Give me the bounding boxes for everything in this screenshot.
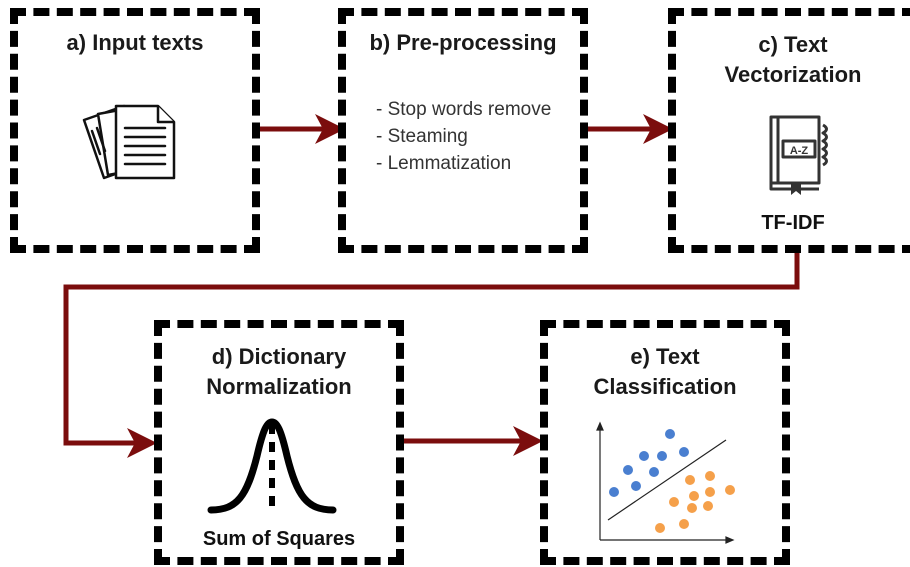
step-title: b) Pre-processing: [369, 30, 557, 55]
step-title-line2: Classification: [593, 374, 737, 399]
step-pre-processing: b) Pre-processing Stop words remove Stea…: [338, 8, 588, 253]
book-label: A-Z: [790, 145, 809, 157]
preprocessing-list: Stop words remove Steaming Lemmatization: [376, 96, 552, 177]
list-item: Lemmatization: [376, 150, 551, 177]
normalization-caption: Sum of Squares: [202, 528, 356, 550]
scatter-classification-icon: [596, 421, 735, 544]
step-text-vectorization: c) Text Vectorization A-Z TF-IDF: [668, 8, 910, 253]
list-item: Stop words remove: [376, 96, 552, 123]
step-title-line2: Normalization: [206, 374, 352, 399]
step-dictionary-normalization: d) Dictionary Normalization Sum of Squar…: [154, 320, 404, 565]
arrow-c-to-d: [63, 250, 800, 458]
step-input-texts: a) Input texts: [10, 8, 260, 253]
step-title-line1: e) Text: [630, 344, 700, 369]
list-item: Steaming: [376, 123, 551, 150]
vectorization-caption: TF-IDF: [761, 212, 825, 234]
step-title-line2: Vectorization: [724, 62, 862, 87]
documents-icon: [82, 104, 176, 180]
step-text-classification: e) Text Classification: [540, 320, 790, 565]
class-a-points: [609, 429, 689, 497]
class-b-points: [655, 471, 735, 533]
dictionary-book-icon: A-Z: [769, 115, 828, 195]
bell-curve-icon: [207, 418, 337, 514]
step-title: a) Input texts: [66, 30, 204, 55]
step-title-line1: d) Dictionary: [211, 344, 347, 369]
step-title-line1: c) Text: [758, 32, 828, 57]
